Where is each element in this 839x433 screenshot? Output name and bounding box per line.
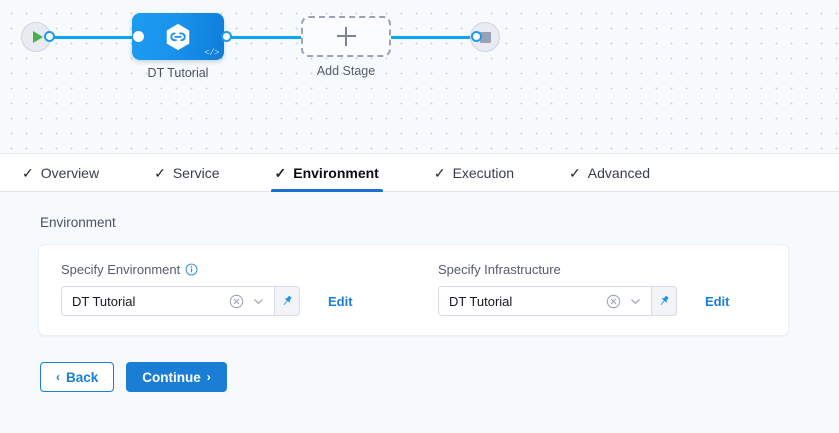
tab-environment[interactable]: ✓ Environment <box>270 154 384 192</box>
specify-environment-group: Specify Environment DT Tutorial <box>39 262 416 316</box>
tab-label: Execution <box>452 164 515 181</box>
code-badge-icon: </> <box>204 48 219 58</box>
wizard-footer: ‹ Back Continue › <box>40 362 839 392</box>
stage-node-output-port[interactable] <box>221 31 232 42</box>
pipeline-canvas[interactable]: </> DT Tutorial Add Stage <box>0 0 839 153</box>
environment-select-input[interactable]: DT Tutorial <box>61 286 275 316</box>
chevron-right-icon: › <box>206 370 211 384</box>
end-node-input-port[interactable] <box>471 31 482 42</box>
back-button-label: Back <box>66 369 99 385</box>
environment-fields-card: Specify Environment DT Tutorial <box>38 244 789 336</box>
pin-icon[interactable] <box>651 286 677 316</box>
stop-icon <box>479 31 491 43</box>
specify-environment-label: Specify Environment <box>61 262 181 277</box>
start-node-output-port[interactable] <box>44 31 55 42</box>
environment-tab-panel: Environment Specify Environment DT Tutor… <box>0 192 839 433</box>
chevron-down-icon[interactable] <box>252 295 265 308</box>
edge-start-to-stage <box>44 36 140 39</box>
tab-advanced[interactable]: ✓ Advanced <box>565 154 654 191</box>
check-icon: ✓ <box>569 164 581 181</box>
specify-environment-row: DT Tutorial <box>61 286 416 316</box>
infrastructure-selected-value: DT Tutorial <box>448 293 513 309</box>
tab-label: Environment <box>293 164 379 181</box>
tab-label: Service <box>172 164 220 181</box>
stage-node-input-port[interactable] <box>133 31 144 42</box>
specify-infrastructure-row: DT Tutorial <box>437 286 788 316</box>
continue-button[interactable]: Continue › <box>126 362 227 392</box>
chevron-left-icon: ‹ <box>56 370 60 384</box>
specify-infrastructure-label-row: Specify Infrastructure <box>438 262 788 277</box>
pin-icon[interactable] <box>275 286 300 316</box>
info-icon[interactable] <box>185 263 198 276</box>
tab-label: Advanced <box>587 164 651 181</box>
environment-selected-value: DT Tutorial <box>72 293 136 309</box>
add-stage-label: Add Stage <box>316 64 376 78</box>
circle-x-icon[interactable] <box>606 294 621 309</box>
stage-config-tabs: ✓ Overview ✓ Service ✓ Environment ✓ Exe… <box>0 153 839 192</box>
section-heading: Environment <box>40 215 116 230</box>
tab-overview[interactable]: ✓ Overview <box>18 154 103 191</box>
stage-node-label: DT Tutorial <box>147 66 209 80</box>
edge-stage-to-add <box>226 36 302 39</box>
specify-infrastructure-group: Specify Infrastructure DT Tutorial <box>416 262 788 316</box>
specify-environment-label-row: Specify Environment <box>61 262 416 277</box>
check-icon: ✓ <box>154 164 166 181</box>
infrastructure-select-input[interactable]: DT Tutorial <box>437 286 652 316</box>
add-stage-button[interactable] <box>301 16 391 57</box>
check-icon: ✓ <box>22 164 34 181</box>
chevron-down-icon[interactable] <box>629 295 642 308</box>
edge-add-to-end <box>390 36 478 39</box>
play-icon <box>32 31 43 43</box>
tab-label: Overview <box>40 164 100 181</box>
circle-x-icon[interactable] <box>229 294 244 309</box>
back-button[interactable]: ‹ Back <box>40 362 115 392</box>
tab-execution[interactable]: ✓ Execution <box>430 154 518 191</box>
check-icon: ✓ <box>433 164 446 181</box>
continue-button-label: Continue <box>142 369 201 385</box>
edit-environment-link[interactable]: Edit <box>328 293 353 309</box>
edit-infrastructure-link[interactable]: Edit <box>704 293 730 309</box>
infrastructure-select-shell: DT Tutorial <box>437 286 677 316</box>
specify-infrastructure-label: Specify Infrastructure <box>437 262 561 277</box>
hexagon-link-icon <box>166 23 190 50</box>
pipeline-stage-node[interactable]: </> <box>132 13 224 60</box>
tab-service[interactable]: ✓ Service <box>150 154 223 191</box>
check-icon: ✓ <box>274 164 287 181</box>
environment-select-shell: DT Tutorial <box>61 286 300 316</box>
plus-icon <box>336 27 356 46</box>
